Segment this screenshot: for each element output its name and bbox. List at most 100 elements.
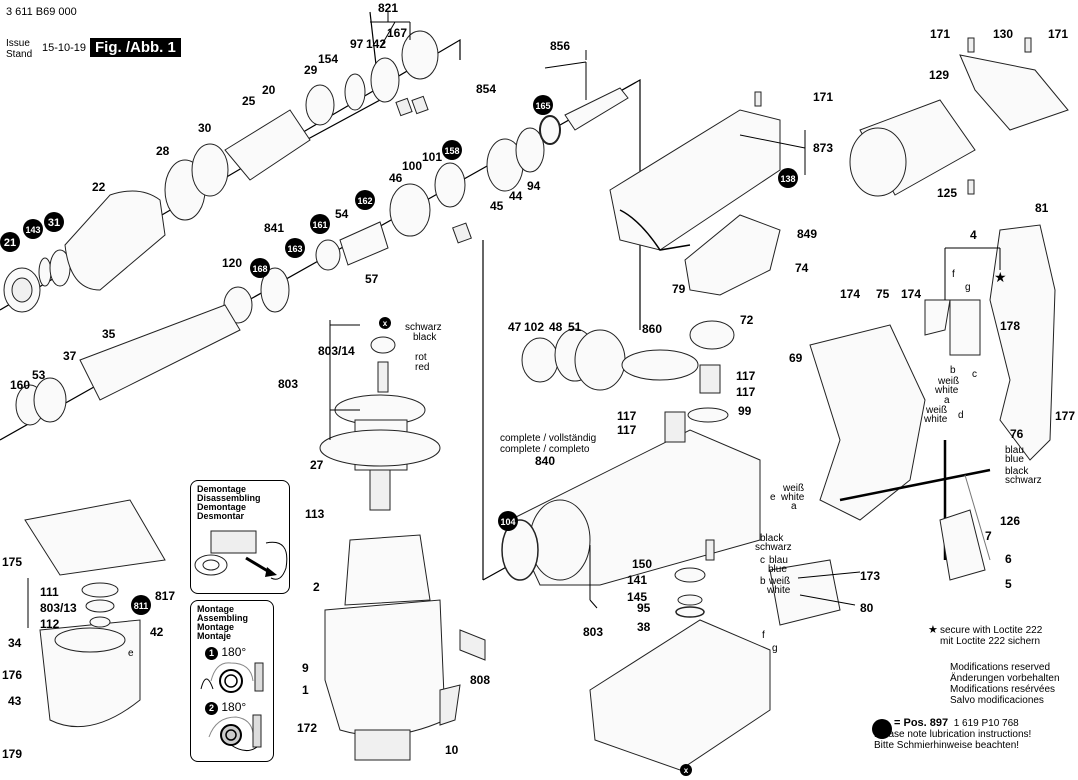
bubble-811: 811 [131, 595, 151, 615]
label-43: 43 [8, 694, 22, 708]
label-130: 130 [993, 27, 1013, 41]
chuck-assembly [3, 30, 439, 313]
x-marker-bottom [680, 764, 692, 776]
label-25: 25 [242, 94, 256, 108]
wire-white-en-a: white [923, 414, 948, 425]
label-125: 125 [937, 186, 957, 200]
wire-black-2: black [760, 533, 784, 544]
lubrication-note: = Pos. 897 1 619 P10 768 Please note lub… [872, 717, 1031, 751]
label-97: 97 [350, 37, 364, 51]
label-2: 2 [313, 580, 320, 594]
label-803-14: 803/14 [318, 344, 355, 358]
svg-text:158: 158 [444, 146, 459, 156]
issue-stand-label: Issue Stand [6, 38, 32, 60]
label-172: 172 [297, 721, 317, 735]
label-76: 76 [1010, 427, 1024, 441]
label-34: 34 [8, 636, 22, 650]
label-117a: 117 [736, 369, 756, 383]
svg-text:21: 21 [4, 237, 16, 249]
wire-letter-c: c [972, 369, 977, 380]
label-99: 99 [738, 404, 752, 418]
label-841: 841 [264, 221, 284, 235]
wire-letter-f-switch: f [952, 269, 955, 280]
label-51: 51 [568, 320, 582, 334]
label-74: 74 [795, 261, 809, 275]
motor-housing [24, 499, 486, 761]
armature [319, 336, 441, 511]
label-42: 42 [150, 625, 164, 639]
step-1: 1 180° [205, 645, 246, 660]
label-28: 28 [156, 144, 170, 158]
wire-white-en-3: white [766, 585, 791, 596]
wire-letter-e: e [770, 492, 776, 503]
label-117b: 117 [736, 385, 756, 399]
label-112: 112 [40, 617, 60, 631]
label-81: 81 [1035, 201, 1049, 215]
label-150: 150 [632, 557, 652, 571]
wire-schwarz-2: schwarz [755, 542, 792, 553]
label-27: 27 [310, 458, 324, 472]
label-817: 817 [155, 589, 175, 603]
label-7: 7 [985, 529, 992, 543]
lubrication-bubbles: 21 143 31 168 163 161 162 158 165 811 10… [0, 95, 798, 615]
label-808: 808 [470, 673, 490, 687]
wire-letter-c-2: c [760, 555, 765, 566]
label-102: 102 [524, 320, 544, 334]
modifications-de: Änderungen vorbehalten [950, 673, 1060, 684]
lubrication-note-de: Bitte Schmierhinweise beachten! [874, 740, 1020, 751]
label-860: 860 [642, 322, 662, 336]
lubrication-pos: = Pos. 897 [894, 717, 949, 729]
wire-white-de-a: weiß [925, 405, 947, 416]
label-30: 30 [198, 121, 212, 135]
wire-letter-f: f [762, 630, 765, 641]
wire-white-en-b: white [934, 385, 959, 396]
wire-black: black [1005, 466, 1029, 477]
step-1-spring-icon [200, 662, 264, 693]
label-46: 46 [389, 171, 403, 185]
label-47: 47 [508, 320, 522, 334]
wire-white-de-b: weiß [937, 376, 959, 387]
loctite-star-icon: ★ [994, 269, 1007, 285]
label-803-gear: 803 [583, 625, 603, 639]
svg-text:x: x [383, 319, 388, 328]
bubble-21: 21 [0, 232, 20, 252]
label-179: 179 [2, 747, 22, 761]
svg-text:138: 138 [780, 174, 795, 184]
label-120: 120 [222, 256, 242, 270]
issue-date: 15-10-19 [42, 42, 87, 54]
issue-label: Issue [6, 38, 30, 49]
bubble-163: 163 [285, 238, 305, 258]
part-labels: 821 167 142 97 154 29 20 25 30 28 22 856… [2, 1, 1075, 761]
label-167: 167 [387, 26, 407, 40]
assembling-instructions: Montage Assembling Montage Montaje 1 180… [190, 600, 274, 762]
bubble-161: 161 [310, 214, 330, 234]
label-174-left: 174 [840, 287, 860, 301]
wire-letter-g: g [772, 643, 778, 654]
label-schwarz: schwarz [405, 322, 442, 333]
assembling-title: Montage Assembling Montage Montaje [197, 604, 249, 641]
label-160: 160 [10, 378, 30, 392]
bubble-31: 31 [44, 212, 64, 232]
step-2: 2 180° [205, 700, 246, 715]
step-2-angle: 180° [221, 700, 247, 714]
wire-white-en-2: white [780, 492, 805, 503]
label-171-cover: 171 [813, 90, 833, 104]
label-174-right: 174 [901, 287, 921, 301]
wire-blue: blue [1005, 454, 1024, 465]
label-803-13: 803/13 [40, 601, 77, 615]
label-854: 854 [476, 82, 496, 96]
label-54: 54 [335, 207, 349, 221]
label-873: 873 [813, 141, 833, 155]
label-849: 849 [797, 227, 817, 241]
label-141: 141 [627, 573, 647, 587]
label-840: 840 [535, 454, 555, 468]
disassembling-instructions: Demontage Disassembling Demontage Desmon… [190, 480, 290, 594]
label-79: 79 [672, 282, 686, 296]
label-111: 111 [40, 585, 59, 599]
top-cover [609, 91, 781, 296]
svg-text:162: 162 [357, 196, 372, 206]
label-red: red [415, 362, 429, 373]
wire-white-de-2: weiß [782, 483, 804, 494]
label-48: 48 [549, 320, 563, 334]
wire-blau: blau [1005, 445, 1024, 456]
